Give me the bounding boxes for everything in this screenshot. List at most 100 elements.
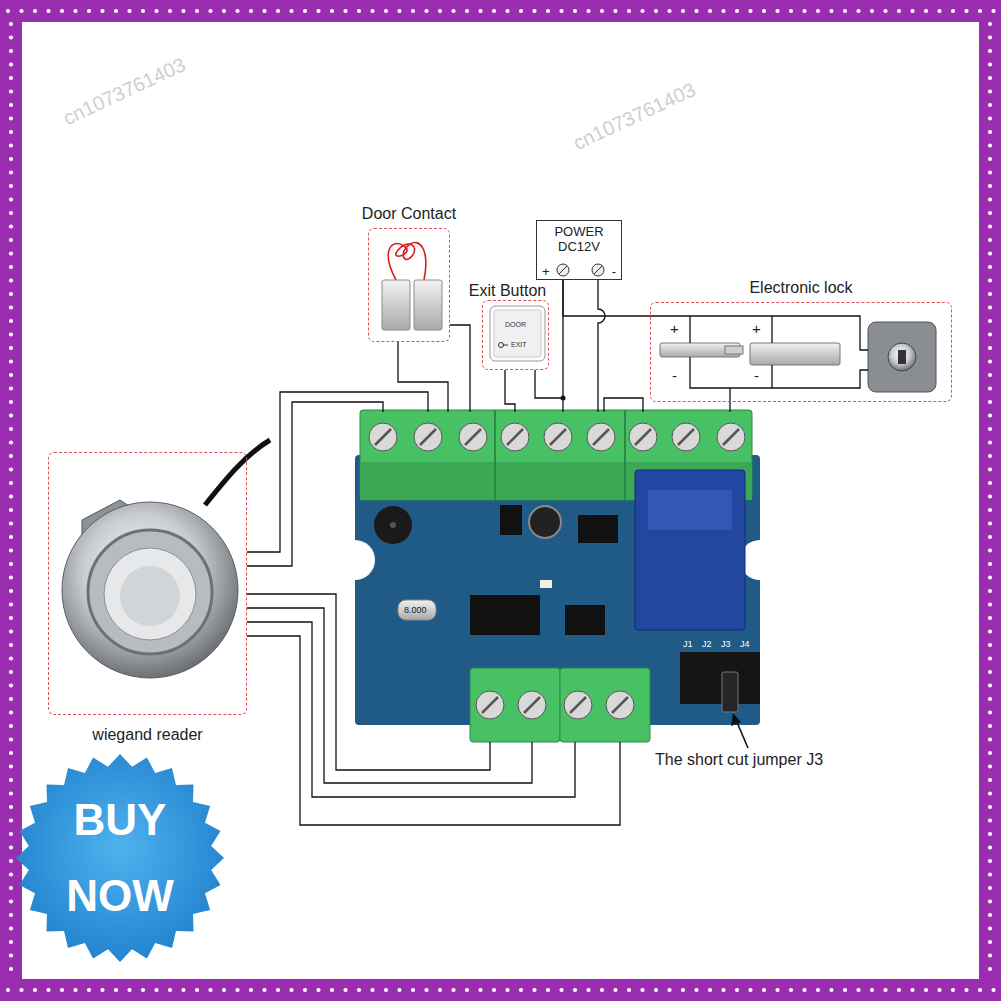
terminal-screw (476, 691, 504, 719)
frame-dot (988, 724, 992, 728)
wires (247, 280, 868, 825)
frame-dot (9, 778, 13, 782)
wires (247, 636, 620, 825)
door-contact-figure (382, 280, 410, 330)
device-heading: Exit Button (469, 282, 546, 300)
frame-dot (289, 9, 293, 13)
wires (398, 342, 448, 412)
frame-dot (988, 508, 992, 512)
controller-board (635, 470, 745, 630)
frame-dot (9, 710, 13, 714)
frame-dot (9, 197, 13, 201)
frame-dot (988, 845, 992, 849)
terminal-screw (717, 423, 745, 451)
frame-dot (9, 940, 13, 944)
frame-dot (681, 988, 685, 992)
frame-dot (208, 9, 212, 13)
frame-dot (384, 988, 388, 992)
frame-dot (910, 9, 914, 13)
frame-dot (9, 305, 13, 309)
frame-dot (988, 683, 992, 687)
frame-dot (988, 818, 992, 822)
jumper-name: J1 (683, 640, 693, 649)
frame-dot (424, 9, 428, 13)
frame-dot (9, 467, 13, 471)
frame-dot (721, 988, 725, 992)
wires (247, 392, 428, 552)
frame-dot (9, 76, 13, 80)
terminal-screw (507, 429, 523, 445)
frame-dot (9, 130, 13, 134)
frame-dot (9, 184, 13, 188)
frame-dot (586, 9, 590, 13)
terminal-screw (587, 423, 615, 451)
frame-dot (9, 413, 13, 417)
controller-board (540, 580, 552, 588)
frame-dot (988, 616, 992, 620)
polarity-sign: - (754, 368, 759, 383)
wire-junction (561, 396, 566, 401)
frame-dot (640, 9, 644, 13)
frame-dot (735, 988, 739, 992)
frame-dot (73, 9, 77, 13)
frame-dot (9, 562, 13, 566)
frame-dot (988, 346, 992, 350)
frame-dot (988, 89, 992, 93)
frame-dot (9, 913, 13, 917)
frame-dot (33, 9, 37, 13)
terminal-screw (564, 691, 592, 719)
frame-dot (988, 305, 992, 309)
frame-dot (9, 103, 13, 107)
frame-dot (168, 9, 172, 13)
frame-dot (681, 9, 685, 13)
door-contact-figure (388, 243, 426, 281)
frame-dot (289, 988, 293, 992)
controller-board (470, 595, 540, 635)
device-group: wiegand reader (48, 452, 247, 715)
frame-dot (9, 238, 13, 242)
frame-dot (559, 988, 563, 992)
frame-dot (586, 988, 590, 992)
frame-dot (897, 9, 901, 13)
frame-dot (816, 9, 820, 13)
power-title: POWER DC12V (537, 224, 621, 254)
frame-dot (316, 988, 320, 992)
device-group: Exit Button (482, 300, 549, 370)
terminal-screw (482, 697, 498, 713)
wires (535, 370, 563, 398)
frame-dot (937, 9, 941, 13)
terminal-screw (672, 423, 700, 451)
frame-dot (168, 988, 172, 992)
watermark: cn1073761403 (570, 79, 698, 153)
frame-dot (9, 521, 13, 525)
frame-dot (9, 49, 13, 53)
frame-dot (964, 988, 968, 992)
frame-dot (9, 589, 13, 593)
frame-dot (519, 9, 523, 13)
frame-dot (600, 9, 604, 13)
terminal-screw (570, 697, 586, 713)
frame-dot (154, 9, 158, 13)
frame-dot (19, 988, 23, 992)
reader-figure (120, 566, 180, 626)
frame-dot (114, 988, 118, 992)
frame-dot (357, 9, 361, 13)
frame-dot (667, 9, 671, 13)
frame-dot (9, 670, 13, 674)
terminal-screw (459, 423, 487, 451)
frame-dot (988, 440, 992, 444)
frame-dot (9, 211, 13, 215)
frame-dot (870, 988, 874, 992)
terminal-screw (723, 429, 739, 445)
frame-dot (988, 170, 992, 174)
frame-dot (667, 988, 671, 992)
frame-dot (988, 332, 992, 336)
frame-dot (802, 9, 806, 13)
terminal-screw (606, 691, 634, 719)
frame-dot (9, 481, 13, 485)
terminal-screws (369, 423, 745, 719)
lock-figures (750, 343, 840, 365)
frame-dot (9, 886, 13, 890)
frame-dot (73, 988, 77, 992)
